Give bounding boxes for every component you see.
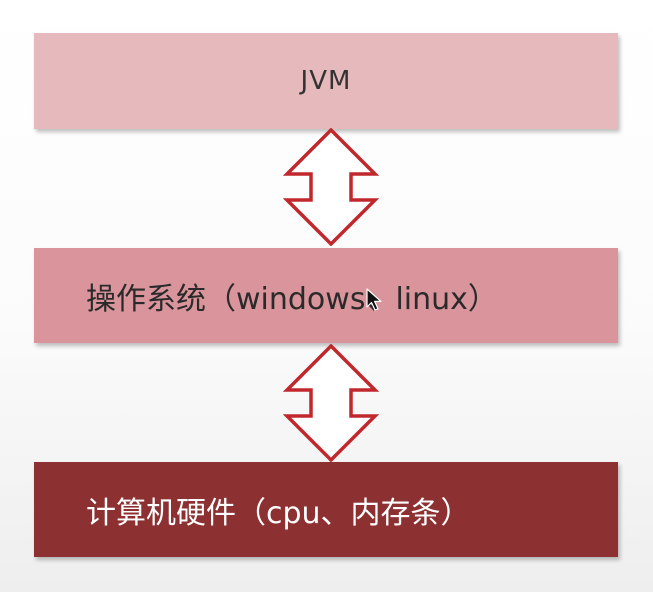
double-arrow-icon (283, 344, 379, 462)
jvm-layer-box: JVM (34, 33, 618, 129)
os-layer-box: 操作系统（windows、linux） (34, 248, 618, 343)
double-arrow-icon (283, 128, 379, 246)
jvm-layer-label: JVM (300, 66, 352, 96)
mouse-pointer-icon (366, 288, 382, 311)
os-layer-label: 操作系统（windows、linux） (86, 281, 498, 317)
hardware-layer-box: 计算机硬件（cpu、内存条） (34, 462, 618, 557)
hardware-layer-label: 计算机硬件（cpu、内存条） (86, 495, 471, 531)
